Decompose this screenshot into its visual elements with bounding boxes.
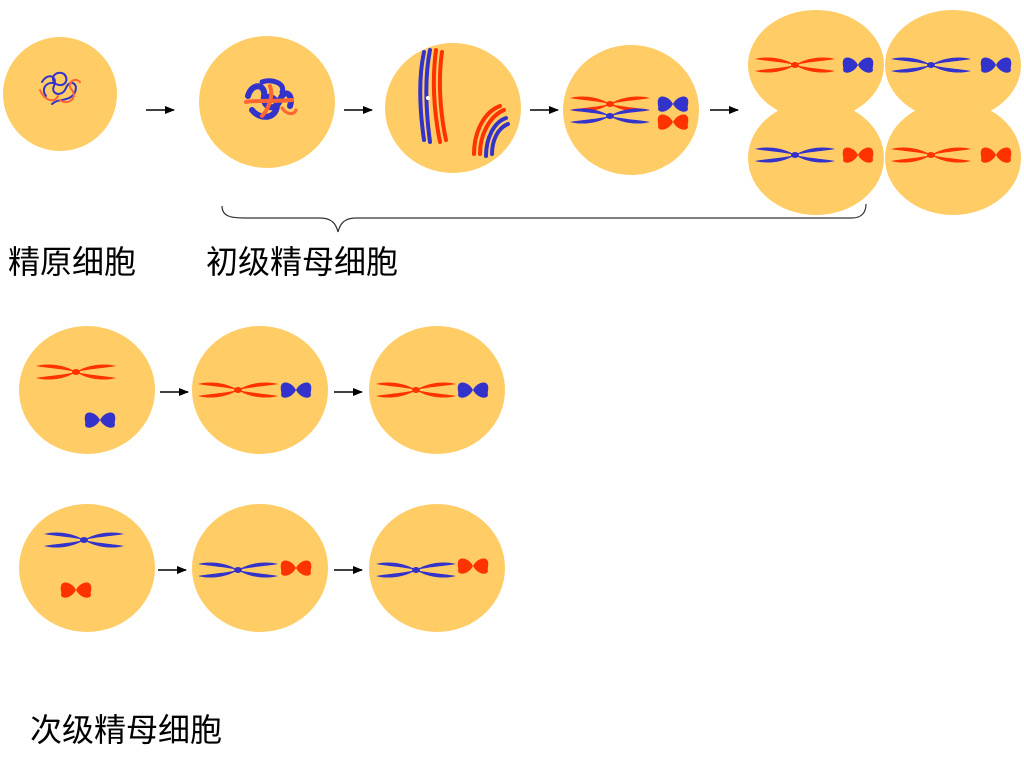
cell-primary-dividing xyxy=(748,10,1021,215)
cell-secondary-a3 xyxy=(369,326,505,454)
tetrad-short xyxy=(472,104,510,158)
cell-secondary-b1 xyxy=(19,504,155,632)
condensed-chromosomes xyxy=(244,78,298,120)
cell-secondary-b2 xyxy=(192,504,328,632)
label-spermatogonium: 精原细胞 xyxy=(8,243,137,281)
label-primary-spermatocyte: 初级精母细胞 xyxy=(206,243,399,281)
label-secondary-spermatocyte: 次级精母细胞 xyxy=(30,711,223,749)
cell-primary-metaphase xyxy=(563,45,699,175)
cell-secondary-a2 xyxy=(192,326,328,454)
cell-spermatogonium xyxy=(3,37,117,151)
cell-secondary-a1 xyxy=(19,326,155,454)
curly-brace xyxy=(221,203,867,233)
cell-primary-synapsis xyxy=(385,43,521,173)
tetrad-long xyxy=(418,48,448,144)
cell-secondary-b3 xyxy=(369,504,505,632)
cell-primary-early xyxy=(199,36,335,168)
chromatin-tangle xyxy=(39,71,81,105)
